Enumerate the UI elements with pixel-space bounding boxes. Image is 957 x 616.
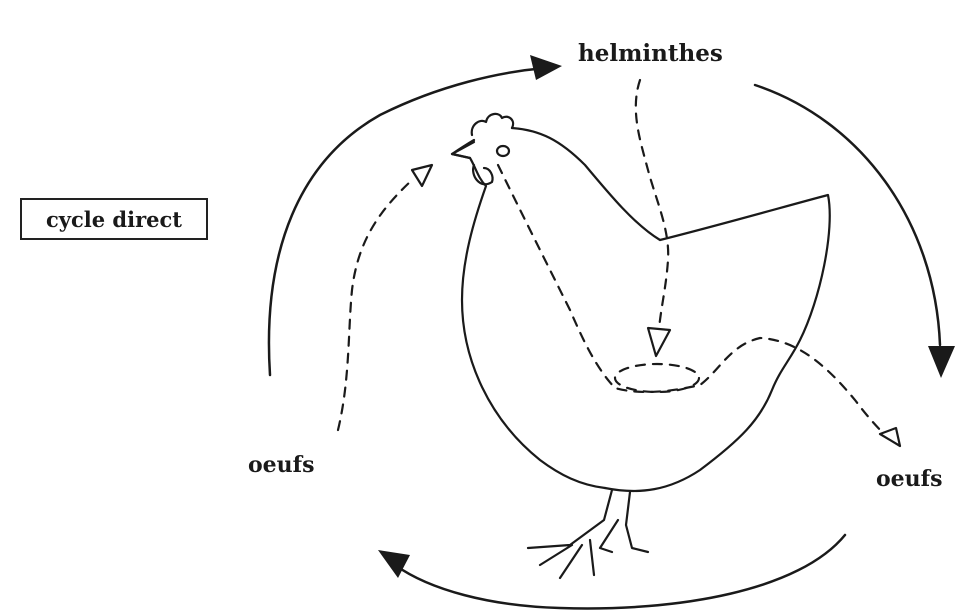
arc-top-left-arrowhead xyxy=(530,55,562,80)
arc-bottom xyxy=(395,535,845,608)
hen-eye xyxy=(497,146,509,156)
hen-back-tail xyxy=(512,128,830,491)
hen-comb xyxy=(472,114,513,135)
arc-right-arrowhead xyxy=(928,346,955,378)
hen-leg-right xyxy=(600,492,648,552)
hen-head-neck xyxy=(452,140,605,488)
eggs-left-label: oeufs xyxy=(248,452,315,478)
hen-beak xyxy=(452,142,474,158)
helminth-path xyxy=(636,80,668,340)
cycle-title-box: cycle direct xyxy=(20,198,208,240)
arc-top-left xyxy=(269,68,545,375)
helminthes-label: helminthes xyxy=(578,40,723,67)
arc-bottom-arrowhead xyxy=(378,550,410,578)
eggs-left-path xyxy=(338,180,412,430)
dashed-arrowheads xyxy=(412,165,900,446)
hen-illustration xyxy=(452,114,830,578)
arc-right xyxy=(755,85,940,345)
eggs-right-arrowhead xyxy=(880,428,900,446)
parasite-pathways xyxy=(338,80,888,438)
hen-leg-left xyxy=(528,490,612,578)
helminth-arrowhead xyxy=(648,328,670,356)
eggs-right-label: oeufs xyxy=(876,466,943,492)
eggs-left-arrowhead xyxy=(412,165,432,186)
cycle-arcs xyxy=(269,55,955,608)
cycle-title: cycle direct xyxy=(46,207,182,232)
gut-loop xyxy=(615,364,699,392)
